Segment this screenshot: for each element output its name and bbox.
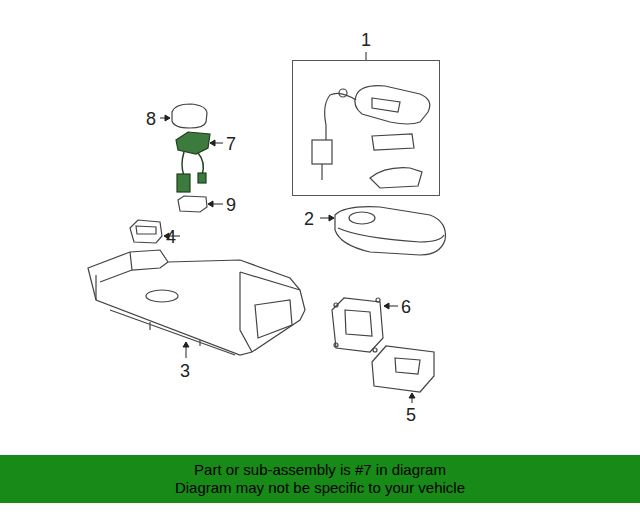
callout-number: 3 — [180, 362, 190, 380]
switch-part — [130, 220, 162, 243]
fob-kit — [312, 86, 430, 188]
plate-part — [372, 346, 434, 392]
callout-number: 5 — [406, 406, 416, 424]
callout-number: 1 — [361, 31, 371, 49]
console-part — [88, 250, 305, 355]
bracket-part — [332, 298, 383, 352]
banner-text: Diagram may not be specific to your vehi… — [175, 479, 465, 497]
callout-number: 8 — [146, 110, 156, 128]
callout-number: 7 — [226, 135, 236, 153]
kit-box: 1 — [292, 60, 440, 196]
clip-part — [178, 196, 207, 212]
switch-harness — [176, 132, 210, 192]
leader-lines — [160, 52, 415, 403]
tray-part — [335, 207, 445, 255]
banner-text: Part or sub-assembly is #7 in diagram — [194, 461, 446, 479]
callout-number: 2 — [304, 210, 314, 228]
callout-number: 4 — [166, 228, 176, 246]
info-banner: Part or sub-assembly is #7 in diagramDia… — [0, 455, 640, 503]
pad-part — [172, 104, 207, 128]
callout-number: 6 — [401, 298, 411, 316]
callout-number: 9 — [226, 196, 236, 214]
